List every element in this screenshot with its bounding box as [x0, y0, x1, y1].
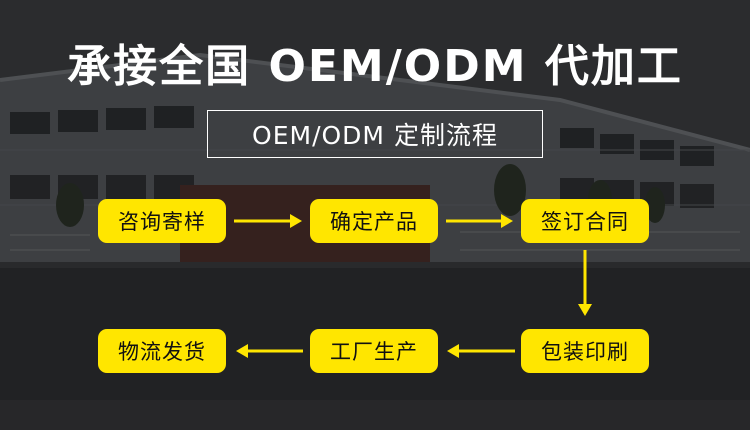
subtitle-frame: OEM/ODM 定制流程 — [207, 110, 543, 158]
step-sign-contract: 签订合同 — [521, 199, 649, 243]
subtitle-text: OEM/ODM 定制流程 — [252, 121, 498, 150]
step-consult-sample: 咨询寄样 — [98, 199, 226, 243]
page-title: 承接全国 OEM/ODM 代加工 — [67, 41, 683, 92]
step-package-print: 包装印刷 — [521, 329, 649, 373]
step-confirm-product: 确定产品 — [310, 199, 438, 243]
step-logistics-delivery: 物流发货 — [98, 329, 226, 373]
step-factory-production: 工厂生产 — [310, 329, 438, 373]
